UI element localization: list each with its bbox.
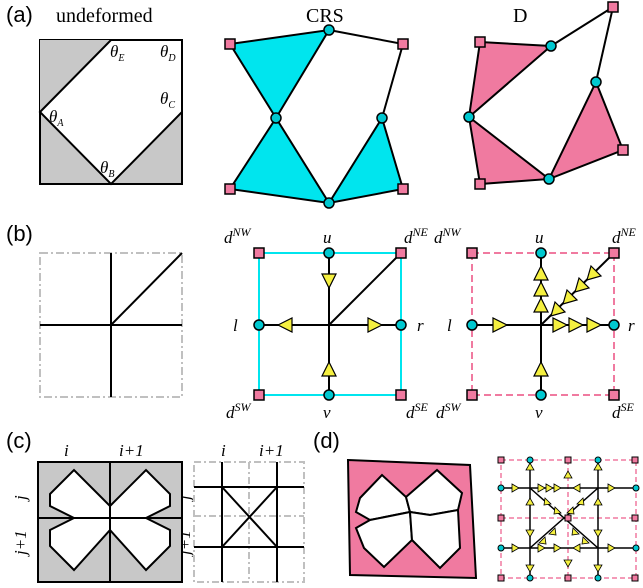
node-u-label: u: [323, 228, 332, 247]
corner-sw-label-2: dSW: [436, 400, 462, 422]
c2-col-i1-label: i+1: [259, 441, 284, 460]
d-cell: [463, 1, 629, 190]
b-crs-graph: [253, 247, 407, 401]
corner-nw-label-2: dNW: [434, 225, 462, 247]
c2-row-j-label: j: [175, 495, 194, 502]
c-col-i1-label: i+1: [119, 441, 144, 460]
theta-a-label: θA: [49, 107, 64, 129]
node-u-label-2: u: [535, 228, 544, 247]
title-crs: CRS: [306, 5, 344, 27]
c-row-j1-label: j+1: [11, 530, 30, 557]
crs-cell: [224, 24, 409, 209]
d-tiling: [346, 458, 478, 580]
corner-se-label-2: dSE: [612, 400, 635, 422]
theta-c-label: θC: [160, 89, 175, 111]
theta-e-label: θE: [110, 42, 124, 64]
panel-label-b: (b): [6, 221, 33, 246]
node-v-label: v: [323, 403, 331, 422]
title-undeformed: undeformed: [56, 5, 153, 27]
corner-ne-label: dNE: [404, 225, 429, 247]
angle-labels: θE θD θC θA θB: [49, 42, 176, 180]
panel-label-a: (a): [6, 2, 33, 27]
b-d-labels: u v l r dNW dNE dSW dSE: [434, 225, 637, 422]
b-d-graph: [466, 247, 620, 401]
node-l-label: l: [233, 316, 238, 335]
corner-se-label: dSE: [406, 400, 429, 422]
theta-d-label: θD: [160, 42, 176, 64]
c2-col-i-label: i: [221, 441, 226, 460]
node-r-label-2: r: [628, 316, 635, 335]
node-l-label-2: l: [447, 316, 452, 335]
theta-b-label: θB: [100, 158, 114, 180]
c-tiling: [37, 461, 183, 583]
c-col-i-label: i: [64, 441, 69, 460]
title-d: D: [513, 5, 527, 27]
panel-label-d: (d): [313, 428, 340, 453]
corner-ne-label-2: dNE: [612, 225, 637, 247]
corner-nw-label: dNW: [224, 225, 252, 247]
b-left-cell: [39, 252, 183, 398]
c-graph: [193, 461, 305, 583]
panel-label-c: (c): [6, 428, 32, 453]
c-row-j-label: j: [11, 495, 30, 502]
node-r-label: r: [417, 316, 424, 335]
d-graph: [497, 456, 640, 582]
b-crs-labels: u v l r dNW dNE dSW dSE: [224, 225, 429, 422]
corner-sw-label: dSW: [226, 400, 252, 422]
node-v-label-2: v: [535, 403, 543, 422]
undeformed-cell: [38, 39, 183, 186]
